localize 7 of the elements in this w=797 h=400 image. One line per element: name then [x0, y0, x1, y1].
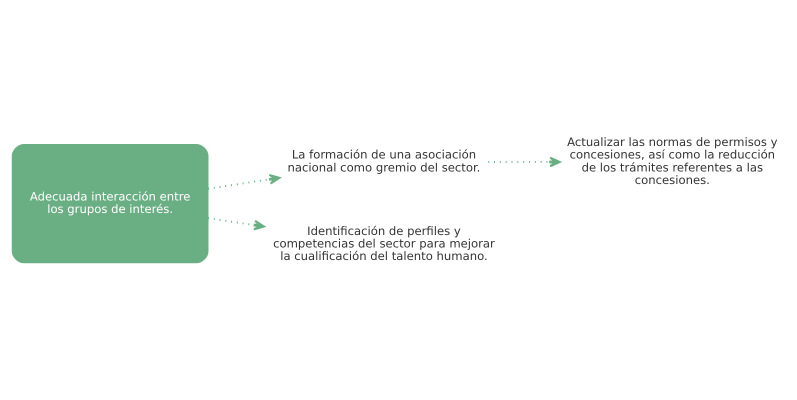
arrow	[208, 174, 281, 190]
node-text: Actualizar las normas de permisos y concesiones, así como la reducción de los trámites referentes a las concesiones.	[567, 135, 778, 187]
node-text: Identificación de perfiles y competencias del sector para mejorar la cualificación del talento humano.	[273, 224, 495, 263]
arrow	[488, 156, 561, 168]
node-text: La formación de una asociación nacional como gremio del sector.	[288, 148, 480, 174]
node-box: Adecuada interacción entre los grupos de interés.	[12, 144, 209, 264]
arrow	[208, 217, 266, 230]
